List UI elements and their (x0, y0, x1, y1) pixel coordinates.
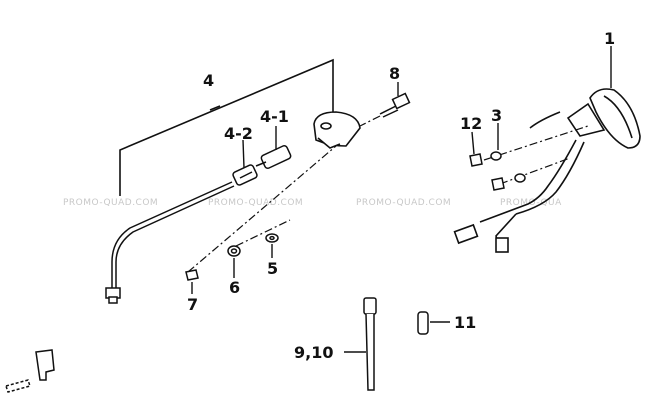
leader-lines (191, 46, 612, 353)
callout-7: 7 (187, 295, 198, 314)
callout-4-1: 4-1 (260, 107, 289, 126)
clip-11 (417, 311, 429, 335)
group-4-bracket (119, 58, 334, 196)
watermark-1: PROMO-QUAD.COM (63, 198, 158, 208)
tail-light-1 (453, 88, 641, 253)
callout-8: 8 (389, 64, 400, 83)
callout-4-2: 4-2 (224, 124, 253, 143)
callout-6: 6 (229, 278, 240, 297)
cable-assembly (105, 144, 292, 304)
hardware-3-12 (469, 151, 526, 191)
callout-1: 1 (604, 29, 615, 48)
callout-9-10: 9,10 (294, 343, 333, 362)
watermark-3: PROMO-QUAD.COM (356, 198, 451, 208)
nut-7 (185, 269, 199, 281)
bolt-8 (379, 92, 411, 118)
front-direction-arrow-icon (5, 349, 55, 393)
callout-5: 5 (267, 259, 278, 278)
watermark-2: PROMO-QUAD.COM (208, 198, 303, 208)
nut-12-lower (491, 177, 505, 191)
nut-12-upper (469, 153, 483, 167)
light-housing (313, 111, 361, 149)
assembly-axis-lines (187, 145, 337, 273)
watermark-row: PROMO-QUAD.COM PROMO-QUAD.COM PROMO-QUAD… (63, 198, 562, 208)
callout-labels: 1 3 4 4-1 4-2 5 6 7 8 9,10 11 12 (187, 29, 615, 362)
bolt-8-axis (359, 115, 381, 127)
hardware-567 (185, 233, 279, 281)
callout-12: 12 (460, 114, 482, 133)
washer-3-upper (490, 151, 502, 161)
callout-4: 4 (203, 71, 214, 90)
callout-11: 11 (454, 313, 476, 332)
callout-3: 3 (491, 106, 502, 125)
washer-3-lower (514, 173, 526, 183)
cable-tie-9-10 (363, 297, 377, 391)
